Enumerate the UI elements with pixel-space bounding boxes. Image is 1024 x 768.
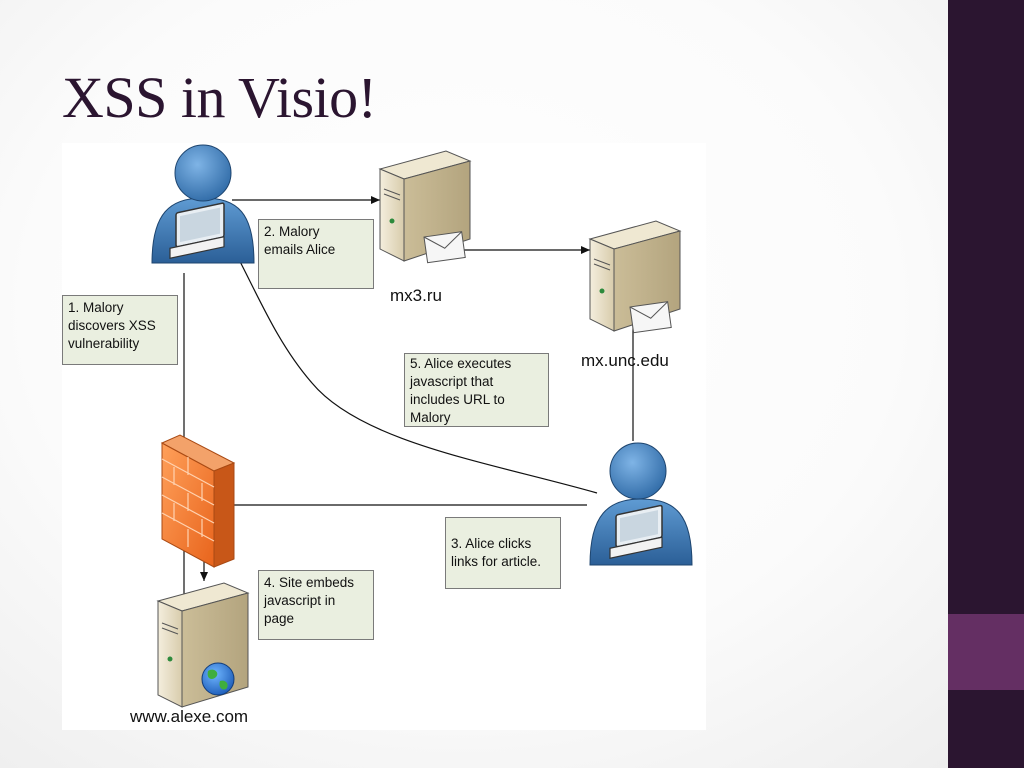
unc-server-icon — [588, 220, 682, 334]
step-5-note: 5. Alice executes javascript that includ… — [404, 353, 549, 427]
sidebar-accent-block — [948, 614, 1024, 690]
mx3-label: mx3.ru — [390, 286, 442, 305]
step-4-note: 4. Site embeds javascript in page — [258, 570, 374, 640]
unc-label: mx.unc.edu — [581, 351, 669, 370]
slide-title: XSS in Visio! — [62, 65, 377, 130]
alexe-label: www.alexe.com — [130, 707, 249, 726]
arrow-alice-to-malory — [233, 249, 598, 494]
step-3-note: 3. Alice clicks links for article. — [445, 517, 561, 589]
xss-diagram: 1. Malory discovers XSS vulnerability 2.… — [62, 143, 706, 730]
step-1-note: 1. Malory discovers XSS vulnerability — [62, 295, 178, 365]
alexe-server-icon — [156, 582, 250, 708]
malory-user-icon — [151, 144, 255, 264]
connectors — [183, 196, 637, 663]
diagram-canvas — [151, 144, 693, 708]
firewall-icon — [160, 434, 236, 568]
globe-icon — [201, 662, 235, 696]
alice-user-icon — [589, 442, 693, 566]
mx3-server-icon — [378, 150, 472, 264]
step-2-note: 2. Malory emails Alice — [258, 219, 374, 289]
